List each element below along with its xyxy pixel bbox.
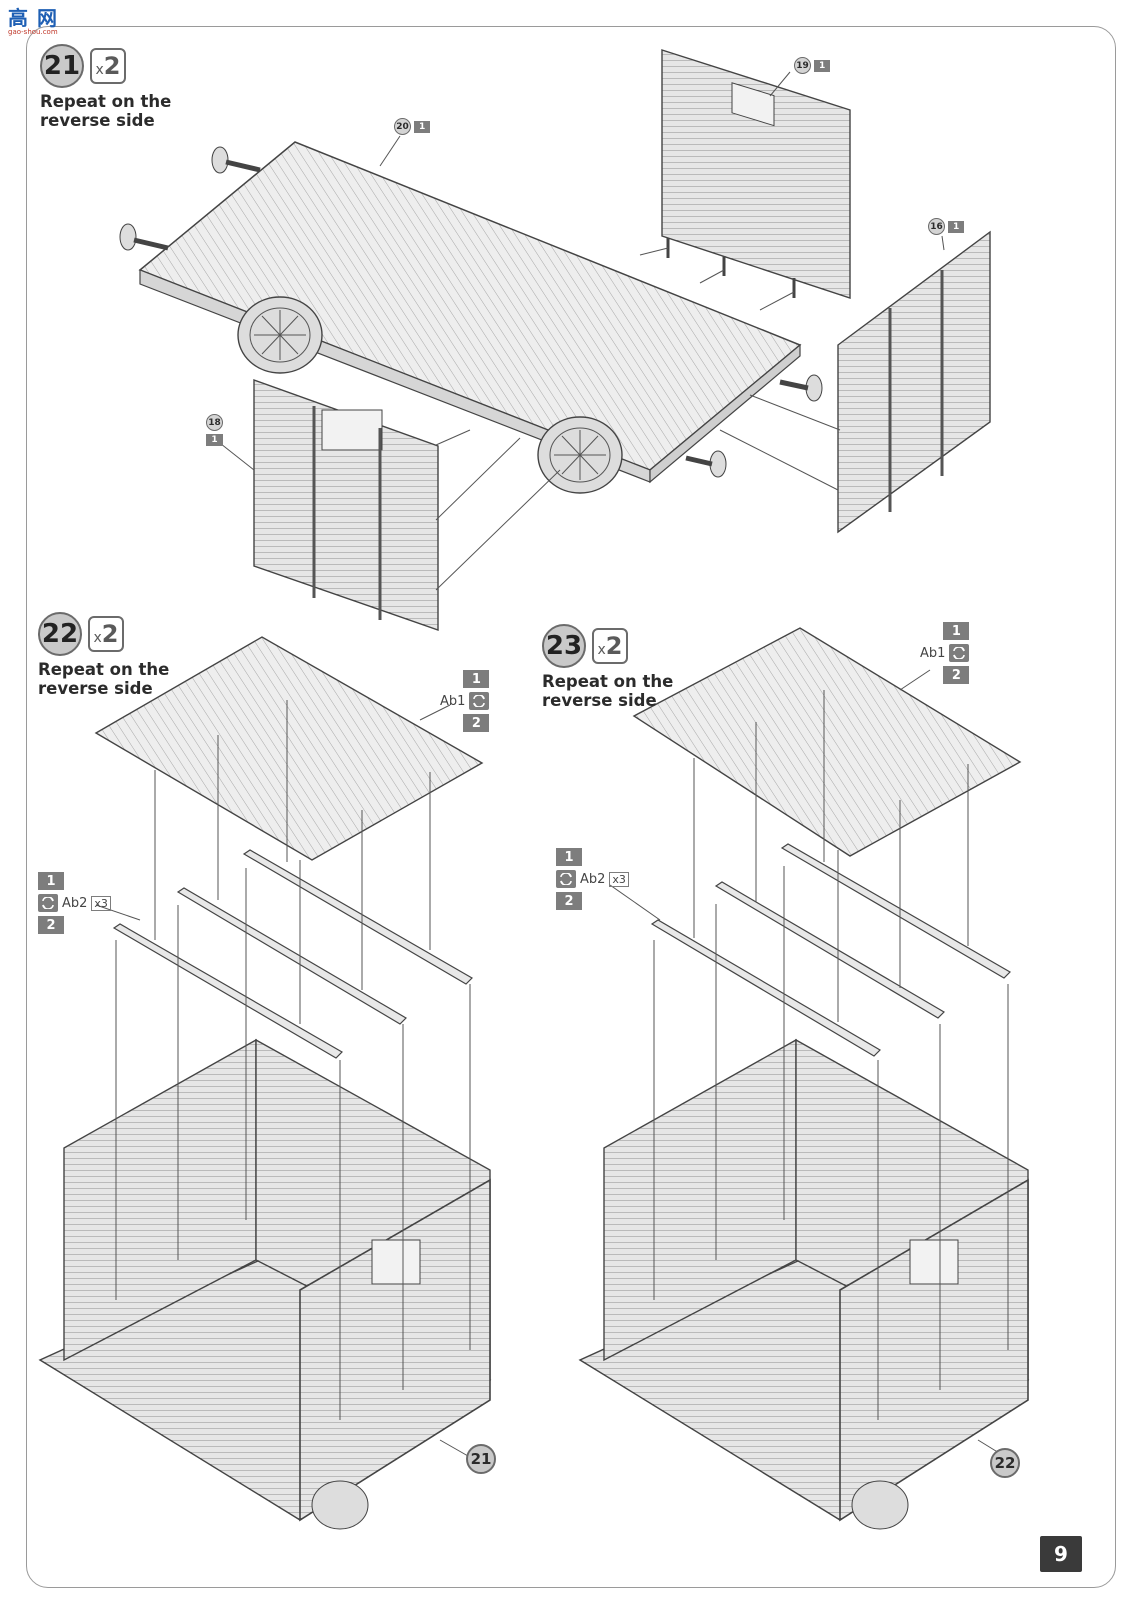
reference-step-21: 21 bbox=[466, 1444, 496, 1474]
assembly-arrows bbox=[215, 71, 945, 591]
roof-bars-23 bbox=[650, 843, 1011, 1057]
glue-legend-roof-22: 1 Ab1 2 bbox=[440, 670, 490, 732]
flip-icon bbox=[469, 692, 490, 710]
flip-icon bbox=[556, 870, 576, 888]
roof-panel-22 bbox=[94, 636, 484, 861]
assembly-arrows-22 bbox=[95, 700, 471, 1457]
roof-panel-23 bbox=[632, 627, 1022, 857]
side-panel-16 bbox=[837, 230, 991, 534]
buffers bbox=[119, 146, 823, 478]
wheel bbox=[537, 416, 623, 494]
step-note: Repeat on the reverse side bbox=[40, 92, 172, 130]
page-number: 9 bbox=[1040, 1536, 1082, 1572]
step-number: 21 bbox=[40, 44, 84, 88]
roof-bars-22 bbox=[112, 849, 473, 1059]
end-panel-19 bbox=[661, 49, 851, 299]
step-note: Repeat on the reverse side bbox=[542, 672, 674, 710]
flip-icon bbox=[38, 894, 58, 912]
page-border bbox=[26, 26, 1116, 1588]
wheel bbox=[237, 296, 323, 374]
step-number: 22 bbox=[38, 612, 82, 656]
reference-step-22: 22 bbox=[990, 1448, 1020, 1478]
flip-icon bbox=[949, 644, 970, 662]
watermark-logo: 高 网 gao-shou.com bbox=[8, 6, 58, 36]
side-panel-18 bbox=[253, 379, 439, 631]
assembly-arrows-23 bbox=[609, 669, 1009, 1457]
step-note: Repeat on the reverse side bbox=[38, 660, 170, 698]
van-body-23 bbox=[578, 1038, 1030, 1530]
van-body-22 bbox=[38, 1038, 492, 1530]
step-number: 23 bbox=[542, 624, 586, 668]
glue-legend-roof-23: 1 Ab1 2 bbox=[920, 622, 970, 684]
